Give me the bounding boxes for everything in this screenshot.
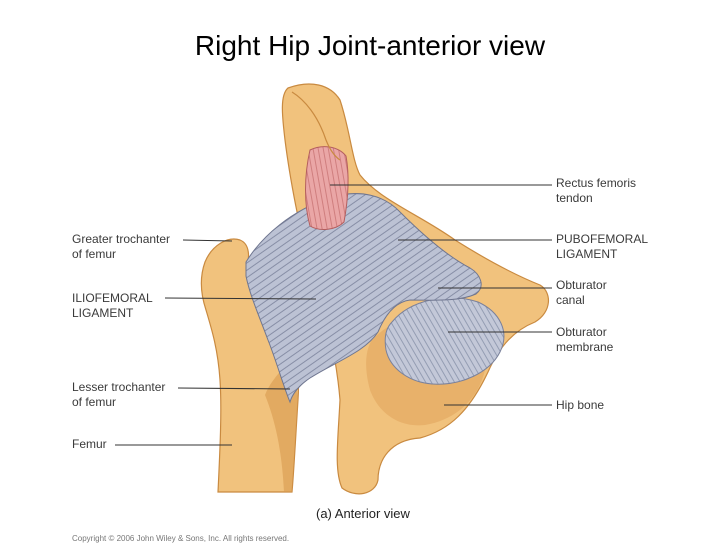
femur-shape bbox=[200, 238, 300, 493]
label-rectus-femoris-tendon: Rectus femoris tendon bbox=[556, 176, 637, 205]
label-greater-trochanter: Greater trochanter of femur bbox=[72, 232, 171, 261]
label-iliofemoral-ligament: ILIOFEMORAL LIGAMENT bbox=[72, 291, 153, 320]
figure-caption: (a) Anterior view bbox=[316, 506, 410, 521]
label-hip-bone: Hip bone bbox=[556, 398, 605, 412]
label-lesser-trochanter: Lesser trochanter of femur bbox=[72, 380, 166, 409]
leader-greater-trochanter bbox=[182, 239, 233, 242]
leader-lesser-trochanter bbox=[177, 387, 291, 390]
slide-title: Right Hip Joint-anterior view bbox=[194, 30, 546, 61]
rectus-femoris-tendon-shape bbox=[305, 146, 349, 230]
iliac-crest-ridge bbox=[291, 91, 341, 161]
label-obturator-canal: Obturator canal bbox=[556, 278, 607, 307]
copyright-notice: Copyright © 2006 John Wiley & Sons, Inc.… bbox=[72, 534, 290, 543]
label-pubofemoral-ligament: PUBOFEMORAL LIGAMENT bbox=[556, 232, 649, 261]
obturator-membrane-shape bbox=[384, 297, 505, 385]
joint-capsule-ligaments bbox=[245, 193, 482, 404]
label-obturator-membrane: Obturator membrane bbox=[556, 325, 614, 354]
label-femur: Femur bbox=[72, 437, 107, 451]
leader-iliofemoral bbox=[164, 297, 317, 300]
